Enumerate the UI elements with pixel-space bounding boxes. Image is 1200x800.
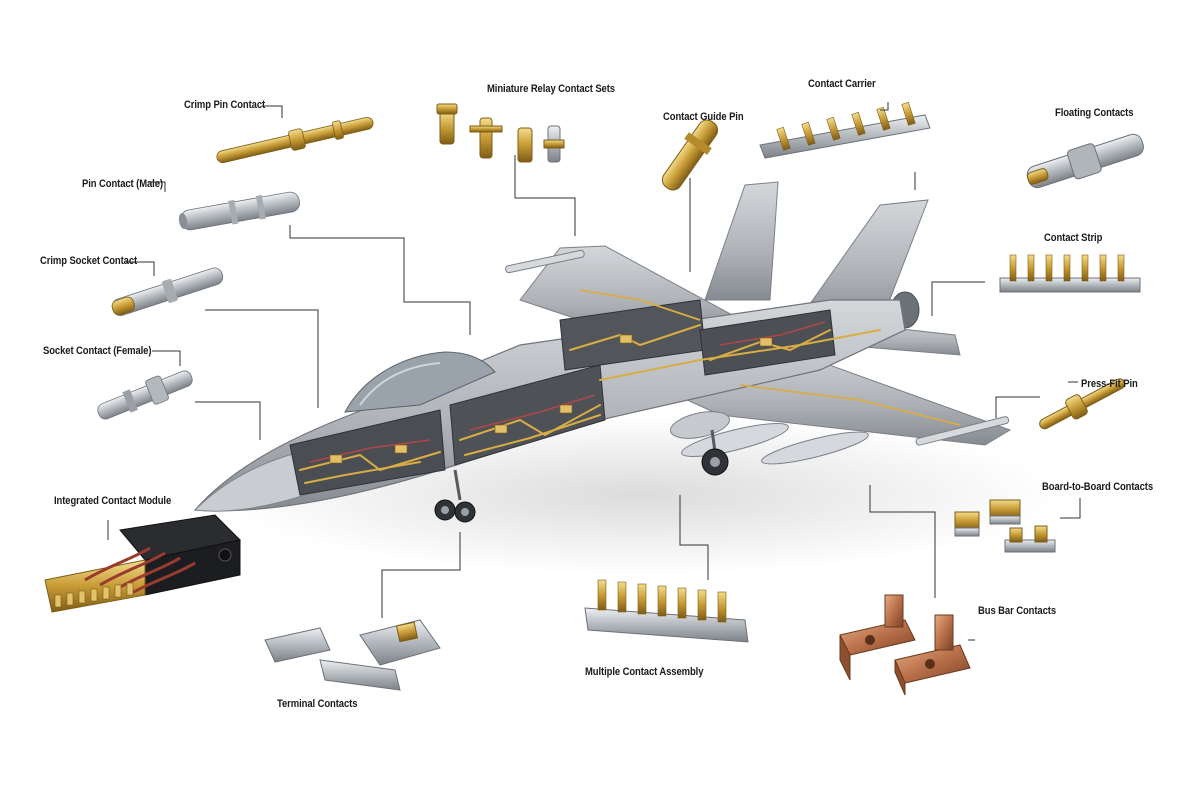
multiple-contact-assembly-illustration	[584, 579, 749, 643]
label-contact-strip: Contact Strip	[1044, 232, 1103, 244]
landing-gear	[434, 429, 729, 523]
external-stores	[505, 249, 1010, 465]
cockpit-canopy	[344, 351, 496, 413]
miniature-relay-contact-sets-illustration	[436, 103, 565, 163]
leader-relay	[514, 155, 576, 236]
leader-crimp-socket-to-jet	[205, 309, 319, 408]
contact-guide-pin-illustration	[661, 119, 719, 191]
leader-crimp-socket	[126, 261, 155, 276]
label-crimp-pin-contact: Crimp Pin Contact	[184, 99, 266, 111]
leader-crimp-pin	[262, 105, 283, 118]
leader-multiple-contact	[679, 495, 709, 580]
label-floating-contacts: Floating Contacts	[1055, 107, 1134, 119]
left-vertical-tail	[704, 181, 779, 301]
crimp-pin-contact-illustration	[216, 116, 374, 164]
contact-carrier-illustration	[759, 101, 931, 159]
press-fit-pin-illustration	[1039, 378, 1126, 430]
leader-contact-strip	[931, 281, 985, 316]
label-press-fit-pin: Press-Fit Pin	[1081, 378, 1138, 390]
board-to-board-contacts-illustration	[954, 499, 1056, 553]
label-contact-guide-pin: Contact Guide Pin	[663, 111, 744, 123]
leader-bus-bar	[869, 485, 936, 598]
label-multiple-contact-assembly: Multiple Contact Assembly	[585, 666, 704, 678]
label-integrated-contact-module: Integrated Contact Module	[54, 495, 172, 507]
leader-carrier	[880, 102, 889, 111]
label-socket-contact-female: Socket Contact (Female)	[43, 345, 152, 357]
label-bus-bar-contacts: Bus Bar Contacts	[978, 605, 1057, 617]
leader-lines	[107, 102, 1081, 641]
integrated-contact-module-illustration	[44, 514, 242, 613]
leader-pin-male-to-jet	[289, 225, 471, 335]
socket-contact-female-illustration	[97, 370, 193, 420]
bus-bar-contacts-illustration	[839, 594, 971, 696]
label-terminal-contacts: Terminal Contacts	[277, 698, 358, 710]
label-contact-carrier: Contact Carrier	[808, 78, 876, 90]
contact-strip-illustration	[999, 254, 1141, 293]
leader-board-to-board	[1060, 498, 1081, 519]
leader-socket-female-to-jet	[195, 401, 261, 440]
leader-pin-male	[148, 181, 166, 192]
label-board-to-board-contacts: Board-to-Board Contacts	[1042, 481, 1154, 493]
leader-socket-female	[152, 350, 181, 366]
label-miniature-relay-contact-sets: Miniature Relay Contact Sets	[487, 83, 615, 95]
terminal-contacts-illustration	[264, 619, 441, 691]
label-crimp-socket-contact: Crimp Socket Contact	[40, 255, 138, 267]
floating-contacts-illustration	[1026, 133, 1144, 189]
label-pin-contact-male: Pin Contact (Male)	[82, 178, 163, 190]
fighter-jet-cutaway	[193, 181, 1060, 575]
internal-wiring-cutaway	[289, 289, 961, 496]
leader-terminal	[381, 532, 461, 618]
pin-contact-male-illustration	[178, 191, 300, 231]
leader-press-fit	[995, 396, 1040, 418]
crimp-socket-contact-illustration	[111, 267, 224, 316]
